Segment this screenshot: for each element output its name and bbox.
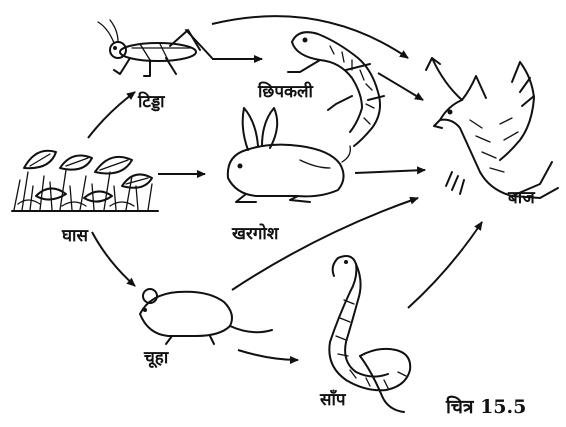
arrow-snake-to-hawk	[408, 222, 482, 308]
arrow-grass-to-grasshopper	[88, 92, 135, 138]
snake-illustration	[329, 256, 410, 412]
rat-illustration	[140, 289, 272, 344]
label-grasshopper: टिड्डा	[138, 94, 165, 111]
label-rat: चूहा	[144, 350, 168, 367]
label-hawk: बाज	[508, 190, 535, 207]
hawk-illustration	[426, 58, 558, 198]
grasshopper-illustration	[98, 20, 212, 76]
arrow-rat-to-hawk	[232, 198, 418, 290]
grass-illustration	[12, 151, 158, 211]
rabbit-illustration	[228, 108, 351, 202]
arrow-grasshopper-to-hawk	[212, 16, 408, 58]
label-grass: घास	[62, 228, 88, 245]
figure-caption: चित्र 15.5	[446, 398, 526, 417]
label-snake: साँप	[320, 392, 346, 409]
label-lizard: छिपकली	[258, 84, 313, 101]
arrow-rat-to-snake	[238, 350, 298, 360]
arrow-grass-to-rat	[92, 232, 135, 286]
food-web-arrows	[88, 16, 482, 360]
label-rabbit: खरगोश	[232, 226, 278, 243]
arrow-rabbit-to-hawk	[355, 170, 425, 173]
